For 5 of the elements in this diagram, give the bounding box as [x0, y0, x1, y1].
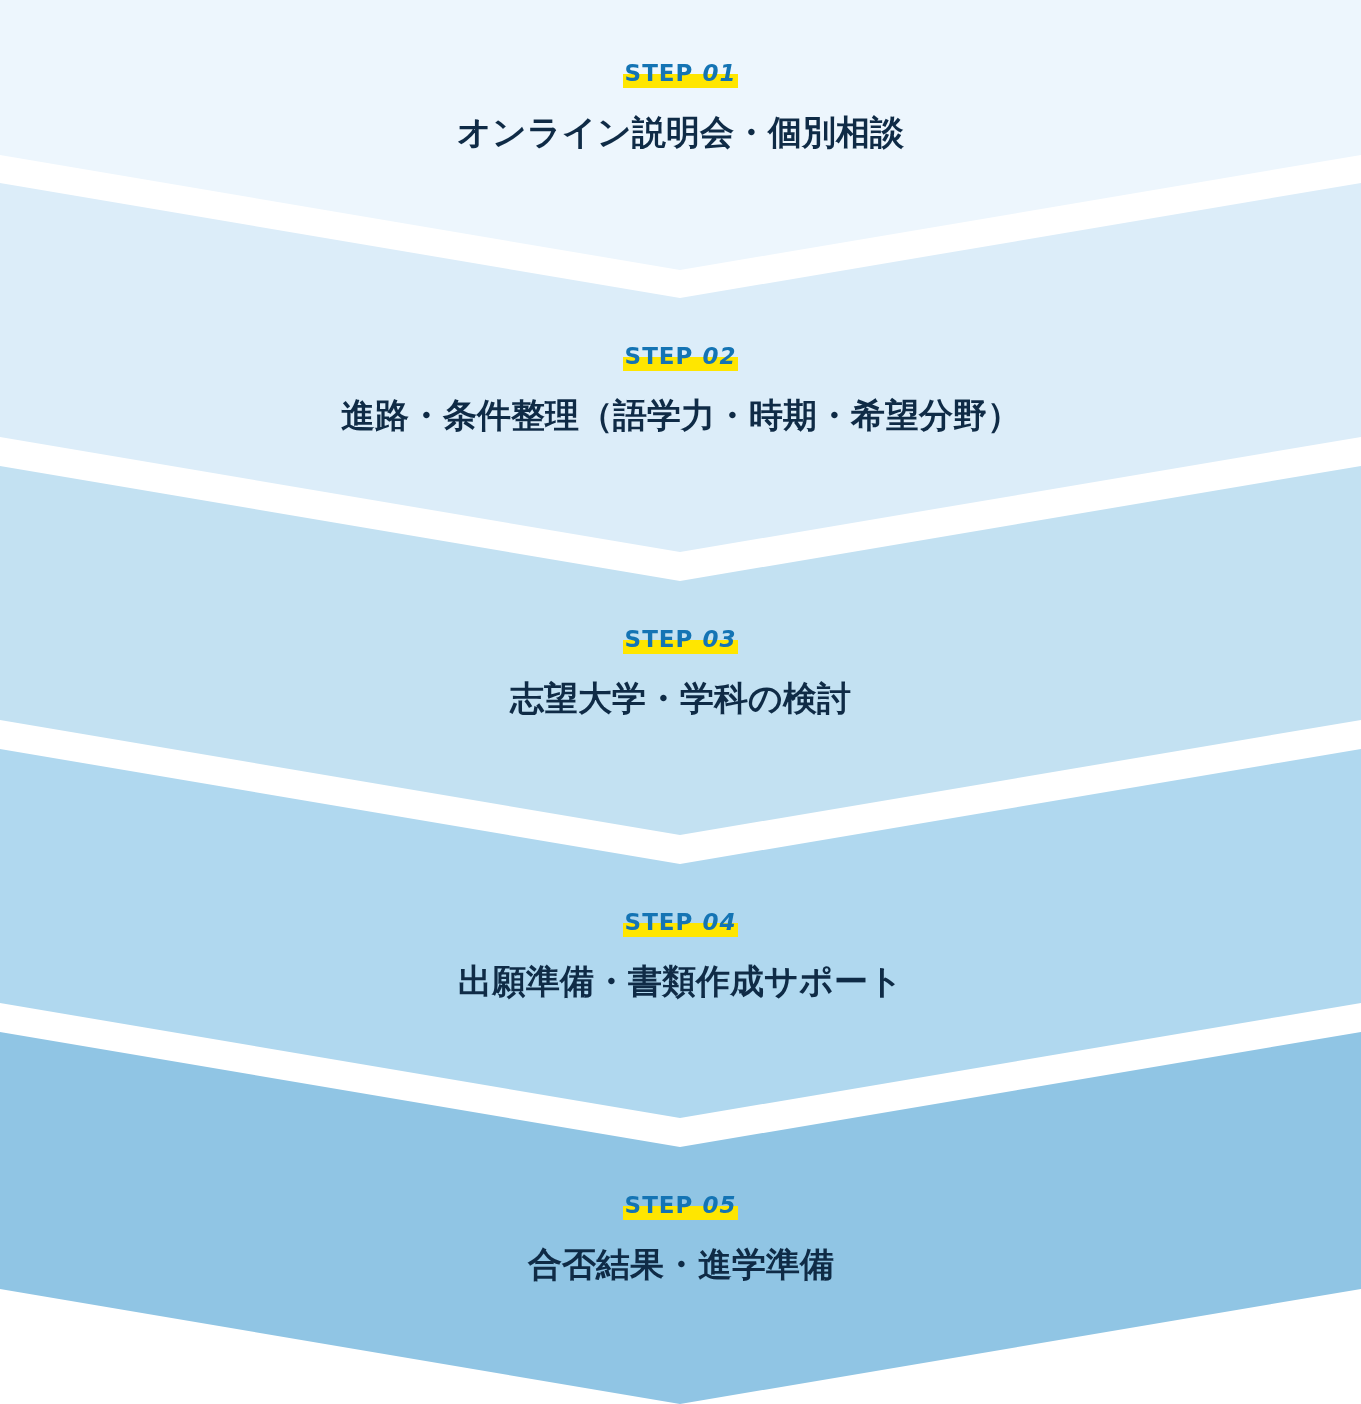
step-title: 出願準備・書類作成サポート: [458, 960, 903, 1003]
step-title: 合否結果・進学準備: [527, 1243, 834, 1286]
step-title: オンライン説明会・個別相談: [457, 111, 904, 154]
step-title: 進路・条件整理（語学力・時期・希望分野）: [340, 394, 1021, 437]
step-title: 志望大学・学科の検討: [510, 677, 851, 720]
